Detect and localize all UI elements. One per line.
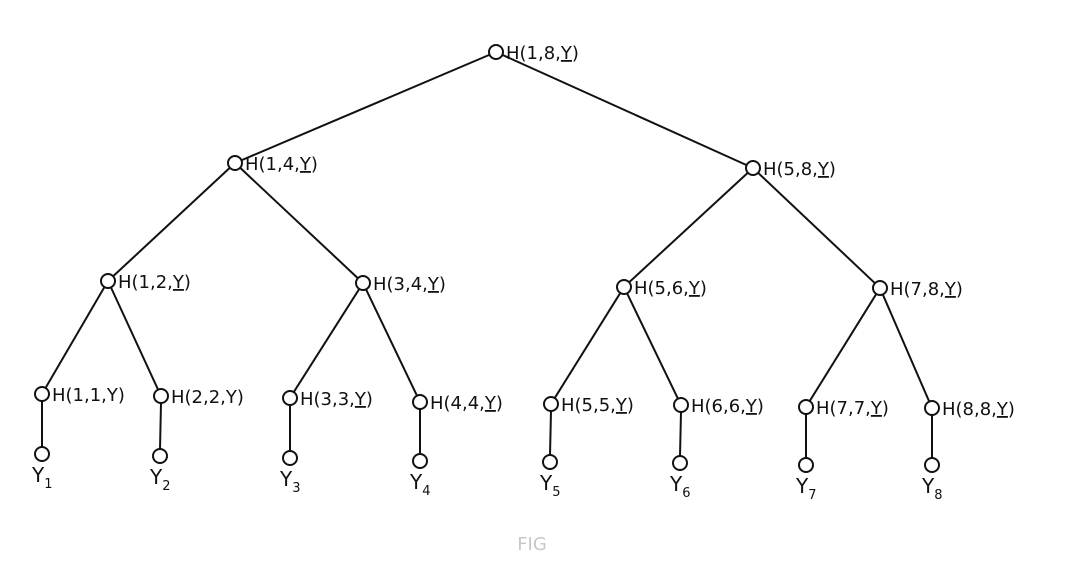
tree-node-n58	[745, 160, 761, 176]
leaf-node-y2	[152, 448, 168, 464]
leaf-node-y4	[412, 453, 428, 469]
node-label-n78: H(7,8,Y)	[890, 279, 963, 300]
tree-edge	[112, 167, 231, 277]
leaf-node-y6	[672, 455, 688, 471]
node-label-n22: H(2,2,Y)	[171, 387, 244, 408]
node-label-n33: H(3,3,Y)	[300, 389, 373, 410]
leaf-label-y6: Y6	[669, 472, 691, 501]
labels-layer: H(1,8,Y) H(1,4,Y) H(5,8,Y) H(1,2,Y) H(3,4,Y)…	[31, 43, 1015, 503]
leaf-node-y7	[798, 457, 814, 473]
tree-edge	[241, 53, 490, 162]
leaf-node-y3	[282, 450, 298, 466]
leaf-edge	[549, 410, 552, 456]
tree-edge	[553, 292, 622, 399]
tree-node-n34	[355, 275, 371, 291]
tree-node-n18	[488, 44, 504, 60]
tree-node-n44	[412, 394, 428, 410]
edges-layer	[41, 53, 933, 458]
leaf-label-y5: Y5	[539, 471, 561, 500]
figure-caption: FIG	[517, 534, 547, 555]
tree-edge	[110, 286, 159, 391]
leaf-label-y7: Y7	[795, 474, 817, 503]
tree-node-n78	[872, 280, 888, 296]
tree-edge	[501, 53, 748, 167]
leaf-label-y2: Y2	[149, 465, 171, 494]
node-label-n14: H(1,4,Y)	[245, 154, 318, 175]
tree-node-n55	[543, 396, 559, 412]
tree-edge	[44, 286, 106, 389]
tree-node-n12	[100, 273, 116, 289]
tree-node-n11	[34, 386, 50, 402]
tree-edge	[626, 292, 679, 400]
leaf-edge	[679, 411, 682, 457]
tree-node-n56	[616, 279, 632, 295]
tree-edge	[628, 172, 749, 283]
tree-edge	[365, 288, 418, 397]
leaf-edge	[159, 402, 162, 450]
tree-edge	[808, 293, 878, 402]
nodes-layer	[34, 44, 940, 473]
tree-edge	[757, 172, 876, 284]
node-label-n56: H(5,6,Y)	[634, 278, 707, 299]
node-label-n88: H(8,8,Y)	[942, 399, 1015, 420]
tree-node-n22	[153, 388, 169, 404]
node-label-n12: H(1,2,Y)	[118, 272, 191, 293]
tree-node-n33	[282, 390, 298, 406]
node-label-n55: H(5,5,Y)	[561, 395, 634, 416]
tree-node-n14	[227, 155, 243, 171]
tree-edge	[292, 288, 361, 393]
tree-edge	[881, 294, 931, 402]
node-label-n44: H(4,4,Y)	[430, 393, 503, 414]
leaf-label-y4: Y4	[409, 470, 431, 499]
tree-edge	[239, 167, 359, 279]
tree-node-n88	[924, 400, 940, 416]
node-label-n18: H(1,8,Y)	[506, 43, 579, 64]
node-label-n34: H(3,4,Y)	[373, 274, 446, 295]
leaf-node-y5	[542, 454, 558, 470]
leaf-label-y1: Y1	[31, 463, 53, 492]
tree-node-n66	[673, 397, 689, 413]
leaf-node-y8	[924, 457, 940, 473]
leaf-label-y8: Y8	[921, 474, 943, 503]
leaf-node-y1	[34, 446, 50, 462]
node-label-n77: H(7,7,Y)	[816, 398, 889, 419]
leaf-label-y3: Y3	[279, 467, 301, 496]
tree-node-n77	[798, 399, 814, 415]
node-label-n66: H(6,6,Y)	[691, 396, 764, 417]
node-label-n58: H(5,8,Y)	[763, 159, 836, 180]
node-label-n11: H(1,1,Y)	[52, 385, 125, 406]
